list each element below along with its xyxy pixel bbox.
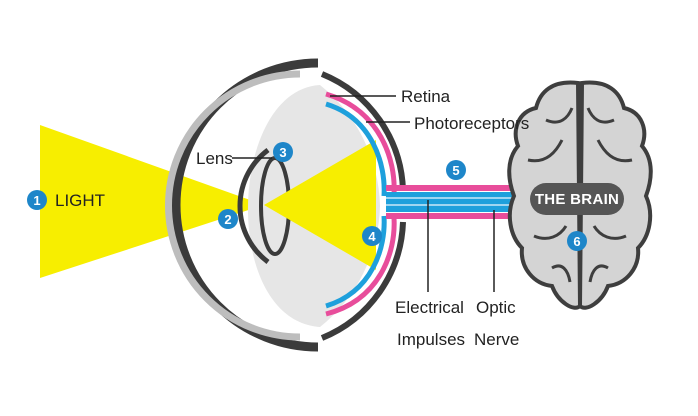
- brain-badge: [530, 183, 624, 215]
- electrical-label-line1: Electrical: [395, 298, 464, 317]
- optic-nerve-retina: [386, 185, 520, 191]
- marker-2: 2: [218, 209, 238, 229]
- svg-text:2: 2: [224, 212, 231, 227]
- svg-text:4: 4: [368, 229, 376, 244]
- marker-5: 5: [446, 160, 466, 180]
- retina-layer: [325, 91, 397, 317]
- marker-4: 4: [362, 226, 382, 246]
- optic-nerve-retina-lower: [386, 213, 520, 219]
- optic-nerve-impulse: [386, 192, 520, 212]
- svg-text:5: 5: [452, 163, 459, 178]
- eye-back-wall: [320, 71, 406, 341]
- light-label: LIGHT: [55, 191, 105, 210]
- svg-text:3: 3: [279, 145, 286, 160]
- marker-1: 1: [27, 190, 47, 210]
- light-beam-inside-eye: [264, 140, 376, 270]
- svg-text:6: 6: [573, 234, 580, 249]
- retina-label: Retina: [401, 87, 451, 106]
- brain-label: THE BRAIN: [535, 191, 619, 208]
- cornea-arc: [237, 148, 270, 264]
- photoreceptors-label: Photoreceptors: [414, 114, 529, 133]
- optic-label-line2: Nerve: [474, 330, 519, 349]
- lens-label: Lens: [196, 149, 233, 168]
- marker-6: 6: [567, 231, 587, 251]
- electrical-label-line2: Impulses: [397, 330, 465, 349]
- svg-text:1: 1: [33, 193, 40, 208]
- optic-label-line1: Optic: [476, 298, 516, 317]
- photoreceptor-layer: [325, 101, 387, 309]
- marker-3: 3: [273, 142, 293, 162]
- light-beam-left: [40, 125, 264, 278]
- eye-sclera-arc: [165, 70, 301, 341]
